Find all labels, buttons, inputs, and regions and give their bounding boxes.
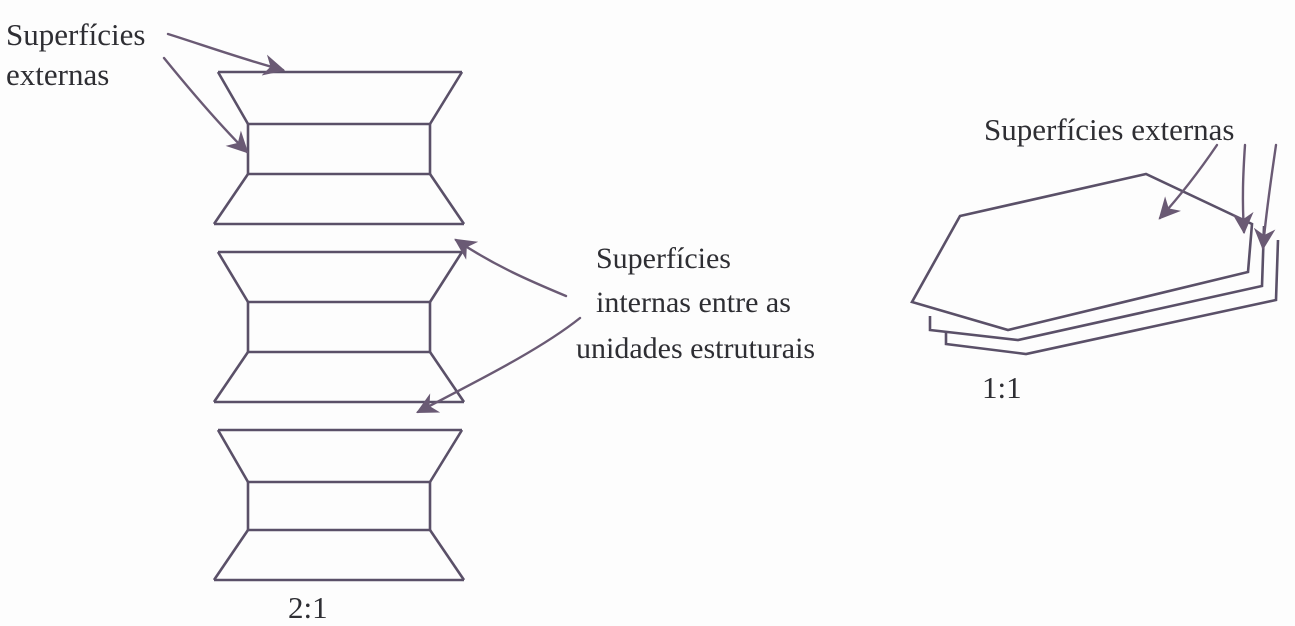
arrow-inner-upper <box>454 238 568 298</box>
label-outer-surfaces-left-line1: Superfícies <box>6 17 145 52</box>
label-inner-surfaces-line2: internas entre as <box>596 286 791 319</box>
label-outer-surfaces-left-line2: externas <box>6 57 109 92</box>
arrows <box>162 32 1278 414</box>
arrow-outer-left-top <box>166 32 286 76</box>
arrow-outer-right-1 <box>1158 143 1219 220</box>
label-ratio-1-1: 1:1 <box>982 370 1022 405</box>
structural-unit-stack-2-1 <box>212 70 466 582</box>
arrow-outer-left-side <box>162 56 249 154</box>
label-outer-surfaces-right: Superfícies externas <box>984 112 1234 147</box>
arrow-inner-lower <box>416 316 582 414</box>
hexagonal-plate-stack-1-1 <box>910 172 1280 356</box>
arrow-outer-right-3 <box>1253 143 1278 251</box>
label-ratio-2-1: 2:1 <box>288 590 328 625</box>
arrow-outer-right-2 <box>1232 143 1254 235</box>
structural-unit-1 <box>212 70 466 226</box>
hexagonal-plate-top <box>910 172 1254 332</box>
structural-unit-3 <box>212 428 466 582</box>
structural-unit-2 <box>212 250 466 404</box>
hexagonal-plate-middle <box>928 225 1266 342</box>
label-inner-surfaces-line1: Superfícies <box>596 242 731 275</box>
hexagonal-plate-bottom <box>944 239 1280 356</box>
label-inner-surfaces-line3: unidades estruturais <box>576 332 815 365</box>
